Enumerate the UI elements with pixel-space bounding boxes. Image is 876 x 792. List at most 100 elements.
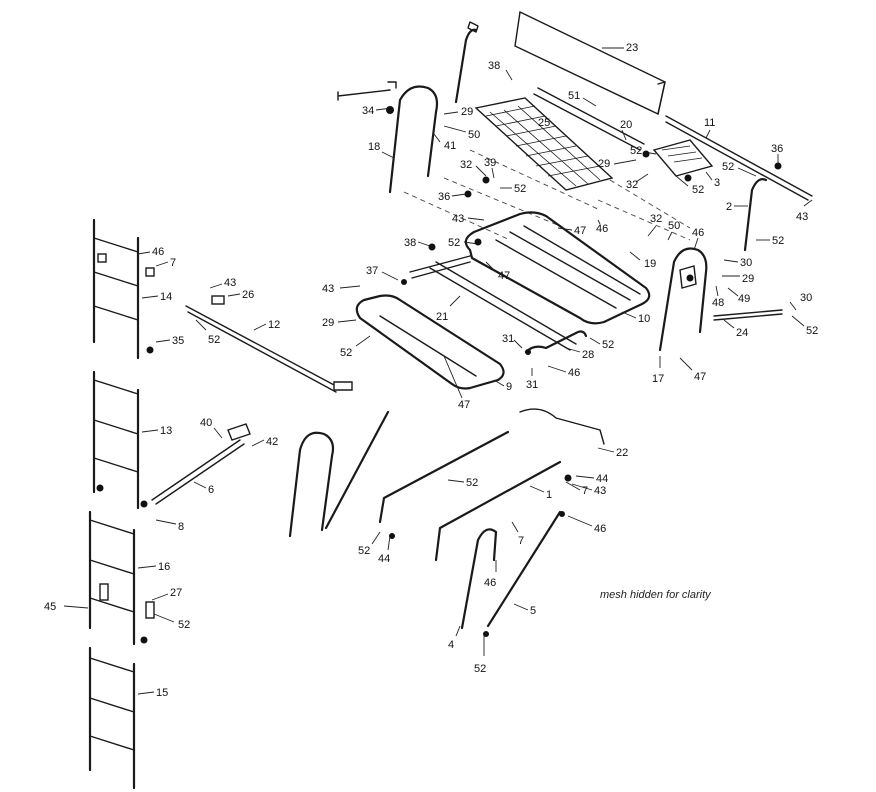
callout-36: 36 (771, 143, 783, 170)
callout-52b: 52 (500, 183, 526, 195)
rod-6 (151, 423, 251, 505)
callout-23: 23 (602, 42, 638, 54)
svg-text:8: 8 (178, 521, 184, 533)
svg-text:36: 36 (438, 191, 450, 203)
frame-1 (434, 460, 562, 562)
svg-text:34: 34 (362, 105, 374, 117)
svg-text:42: 42 (266, 436, 278, 448)
callout-24: 24 (723, 319, 748, 339)
svg-text:31: 31 (526, 379, 538, 391)
svg-text:52: 52 (630, 145, 642, 157)
svg-text:46: 46 (692, 227, 704, 239)
callout-10: 10 (621, 311, 650, 325)
svg-text:52: 52 (358, 545, 370, 557)
callout-50b: 50 (667, 220, 680, 241)
svg-text:21: 21 (436, 311, 448, 323)
callout-52j: 52 (195, 319, 220, 346)
clamp-3 (652, 139, 714, 177)
rail-11 (665, 115, 813, 201)
callout-29b: 29 (598, 158, 637, 170)
svg-text:39: 39 (484, 157, 496, 169)
callout-1: 1 (529, 485, 552, 501)
callout-13: 13 (141, 425, 172, 437)
callout-32c: 32 (647, 213, 662, 237)
callout-52e: 52 (756, 235, 784, 247)
svg-text:46: 46 (484, 577, 496, 589)
callout-20: 20 (620, 119, 632, 141)
right-hoop-17 (658, 247, 708, 352)
svg-text:38: 38 (488, 60, 500, 72)
svg-text:43: 43 (594, 485, 606, 497)
svg-text:30: 30 (740, 257, 752, 269)
callout-47c: 47 (443, 355, 470, 411)
seat-frame-10 (464, 211, 651, 325)
callout-21: 21 (436, 295, 461, 323)
callout-6: 6 (193, 481, 214, 496)
svg-text:52: 52 (692, 184, 704, 196)
callout-43c: 43 (322, 283, 361, 295)
svg-text:30: 30 (800, 292, 812, 304)
leg-5 (486, 510, 562, 628)
svg-text:9: 9 (506, 381, 512, 393)
svg-text:28: 28 (582, 349, 594, 361)
svg-text:3: 3 (714, 177, 720, 189)
svg-text:50: 50 (468, 129, 480, 141)
callout-27: 27 (151, 587, 182, 601)
callout-52d: 52 (722, 161, 757, 177)
svg-text:47: 47 (574, 225, 586, 237)
callout-9: 9 (493, 379, 512, 393)
callout-44: 44 (575, 473, 608, 485)
callout-46b: 46 (692, 227, 704, 251)
callout-11: 11 (704, 117, 715, 139)
svg-text:52: 52 (178, 619, 190, 631)
svg-text:52: 52 (806, 325, 818, 337)
svg-text:44: 44 (378, 553, 390, 565)
callout-32: 32 (460, 159, 487, 177)
svg-text:5: 5 (530, 605, 536, 617)
svg-text:32: 32 (626, 179, 638, 191)
left-hoop-lower (288, 431, 335, 538)
svg-text:7: 7 (582, 485, 588, 497)
svg-text:38: 38 (404, 237, 416, 249)
callout-48: 48 (712, 285, 724, 309)
seat-mesh (474, 97, 614, 191)
callout-43b: 43 (452, 213, 485, 225)
callout-52h: 52 (340, 335, 371, 359)
svg-text:19: 19 (644, 258, 656, 270)
svg-text:32: 32 (460, 159, 472, 171)
svg-text:29: 29 (742, 273, 754, 285)
svg-text:52: 52 (722, 161, 734, 173)
callout-46d: 46 (137, 246, 164, 258)
callout-29c: 29 (722, 273, 754, 285)
svg-text:52: 52 (340, 347, 352, 359)
svg-text:22: 22 (616, 447, 628, 459)
svg-text:52: 52 (772, 235, 784, 247)
cross-bar-21 (409, 255, 577, 351)
svg-text:47: 47 (694, 371, 706, 383)
svg-text:41: 41 (444, 140, 456, 152)
svg-text:32: 32 (650, 213, 662, 225)
callout-3: 3 (705, 171, 720, 189)
svg-text:6: 6 (208, 484, 214, 496)
callout-52k: 52 (153, 613, 190, 631)
callout-50: 50 (443, 125, 480, 141)
hoop-4 (460, 528, 498, 630)
svg-text:40: 40 (200, 417, 212, 429)
svg-text:43: 43 (322, 283, 334, 295)
svg-text:26: 26 (242, 289, 254, 301)
svg-text:2: 2 (726, 201, 732, 213)
ladder-14 (92, 218, 155, 360)
svg-text:18: 18 (368, 141, 380, 153)
assembly-dashed-lines (403, 149, 691, 241)
callout-7c: 7 (511, 521, 524, 547)
svg-text:4: 4 (448, 639, 454, 651)
svg-text:36: 36 (771, 143, 783, 155)
callout-43d: 43 (209, 277, 236, 289)
callout-37: 37 (366, 265, 399, 281)
svg-text:29: 29 (598, 158, 610, 170)
callout-14: 14 (141, 291, 172, 303)
callout-52m: 52 (358, 531, 381, 557)
callout-31: 31 (502, 333, 523, 349)
callout-39: 39 (484, 157, 496, 179)
svg-text:37: 37 (366, 265, 378, 277)
